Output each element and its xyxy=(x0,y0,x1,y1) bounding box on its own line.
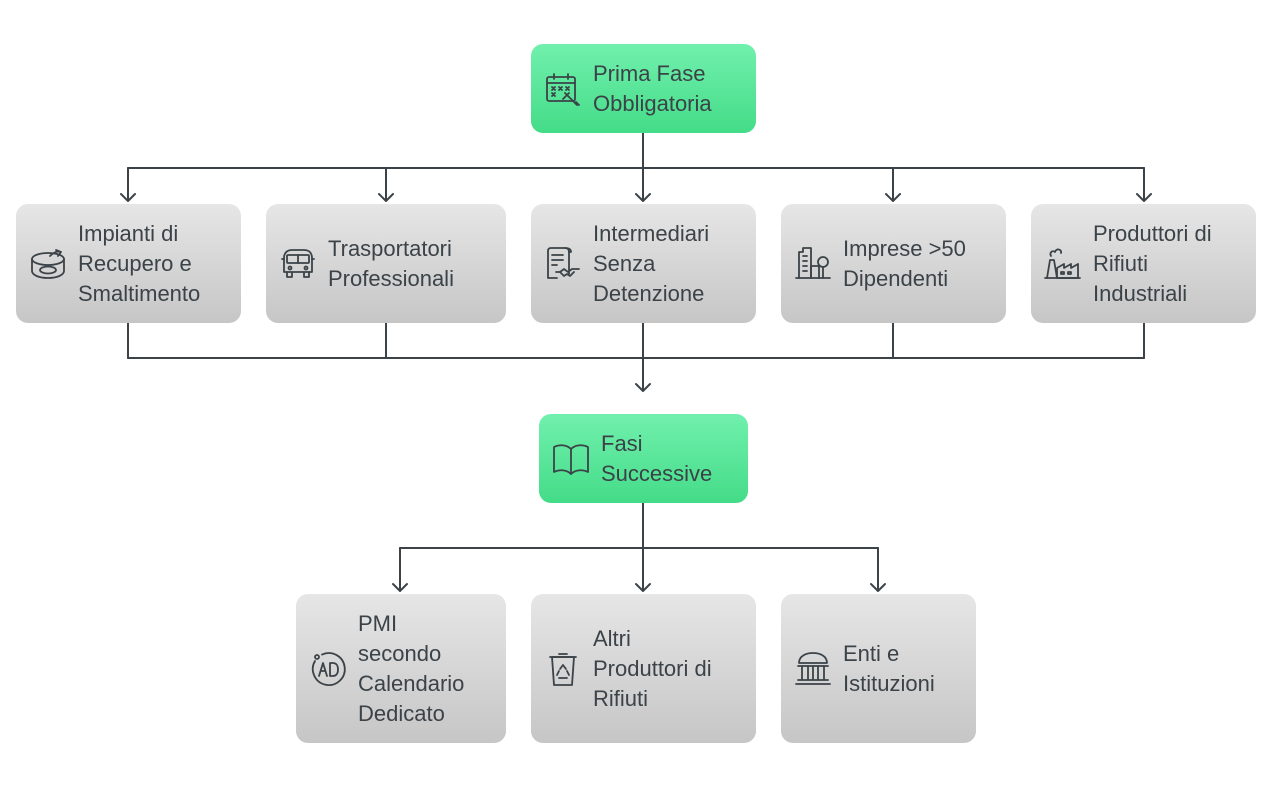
connector-to-intermediari xyxy=(635,167,651,202)
pmi-label: PMI secondo Calendario Dedicato xyxy=(358,610,465,726)
connector-to-enti xyxy=(870,547,886,592)
recycle-bin-icon xyxy=(543,649,583,689)
open-book-icon xyxy=(551,439,591,479)
calendar-icon xyxy=(543,69,583,109)
contract-handshake-icon xyxy=(543,244,583,284)
ad-icon xyxy=(308,649,348,689)
produttori-label: Produttori di Rifiuti Industriali xyxy=(1093,220,1212,306)
pmi-node: PMI secondo Calendario Dedicato xyxy=(296,594,506,743)
connector-to-altri xyxy=(635,547,651,592)
connector-to-produttori xyxy=(1136,167,1152,202)
altri-produttori-node: Altri Produttori di Rifiuti xyxy=(531,594,756,743)
factory-icon xyxy=(1043,244,1083,284)
institution-icon xyxy=(793,649,833,689)
van-icon xyxy=(278,244,318,284)
produttori-node: Produttori di Rifiuti Industriali xyxy=(1031,204,1256,323)
imprese-node: Imprese >50 Dipendenti xyxy=(781,204,1006,323)
connector-to-pmi xyxy=(392,547,408,592)
impianti-node: Impianti di Recupero e Smaltimento xyxy=(16,204,241,323)
connector-to-imprese xyxy=(885,167,901,202)
connector-to-middle xyxy=(635,357,651,392)
fasi-successive-node: Fasi Successive xyxy=(539,414,748,503)
intermediari-node: Intermediari Senza Detenzione xyxy=(531,204,756,323)
imprese-label: Imprese >50 Dipendenti xyxy=(843,235,966,291)
fasi-successive-label: Fasi Successive xyxy=(601,430,713,486)
enti-label: Enti e Istituzioni xyxy=(843,640,935,696)
prima-fase-label: Prima Fase Obbligatoria xyxy=(593,60,712,116)
altri-produttori-label: Altri Produttori di Rifiuti xyxy=(593,625,712,711)
tin-can-icon xyxy=(28,244,68,284)
connector-to-impianti xyxy=(120,167,136,202)
prima-fase-node: Prima Fase Obbligatoria xyxy=(531,44,756,133)
trasportatori-label: Trasportatori Professionali xyxy=(328,235,454,291)
connector-to-trasportatori xyxy=(378,167,394,202)
trasportatori-node: Trasportatori Professionali xyxy=(266,204,506,323)
impianti-label: Impianti di Recupero e Smaltimento xyxy=(78,220,201,306)
buildings-icon xyxy=(793,244,833,284)
intermediari-label: Intermediari Senza Detenzione xyxy=(593,220,710,306)
enti-node: Enti e Istituzioni xyxy=(781,594,976,743)
